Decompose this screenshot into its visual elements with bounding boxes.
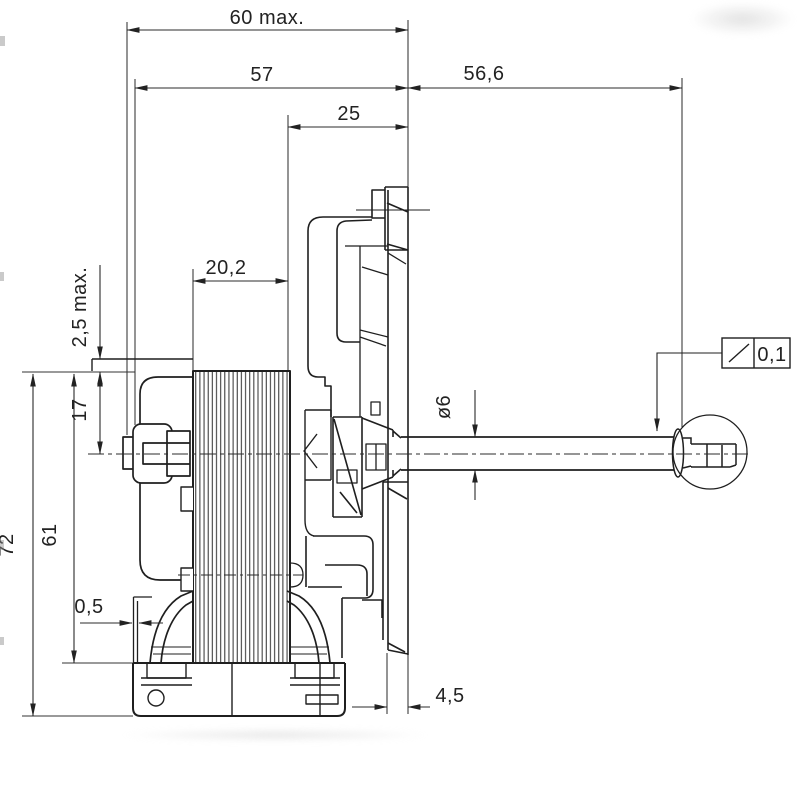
coil-bobbin-outline	[139, 376, 193, 581]
hub-block	[332, 416, 363, 518]
dim-top-protrusion-label: 2,5 max.	[69, 267, 91, 348]
dim-shaft-side-length-label: 56,6	[464, 63, 505, 85]
left-foot	[146, 662, 187, 679]
bracket-outer-profile	[307, 216, 372, 417]
mounting-ear-outline	[371, 187, 409, 251]
bracket-lower-plate	[382, 481, 408, 653]
bolt-hex-lines	[167, 442, 190, 465]
coil-end-bells	[149, 590, 331, 664]
detail-circle	[672, 414, 748, 490]
right-foot	[294, 662, 335, 679]
centerlines	[88, 453, 752, 576]
dim-mounting-height: 61	[39, 373, 77, 664]
motor-body	[91, 358, 346, 717]
stator-clamp-block	[303, 409, 332, 537]
dim-axis-from-top-label: 17	[69, 398, 91, 421]
dim-body-width-label: 57	[250, 64, 273, 86]
tolerance-frame: 0,1	[654, 337, 791, 432]
dim-mounting-height-label: 61	[39, 523, 61, 546]
mounting-ear	[356, 187, 430, 251]
dim-flange-gap-label: 0,5	[74, 596, 103, 618]
dim-shaft-diameter-label: ø6	[433, 395, 455, 419]
dim-overall-height: 72	[0, 373, 36, 717]
dim-bracket-depth: 25	[287, 103, 409, 130]
dim-flange-gap: 0,5	[74, 596, 163, 626]
bracket-rear-plate	[385, 186, 409, 655]
bearing-cone	[361, 417, 402, 490]
dim-foot-setback: 4,5	[352, 685, 464, 710]
dim-overall-width: 60 max.	[126, 7, 409, 33]
bracket-lower-profile	[305, 535, 383, 658]
bearing-hub	[332, 416, 402, 518]
dim-body-width: 57	[134, 64, 409, 91]
base-hole	[147, 689, 165, 707]
right-foot-steps	[290, 677, 340, 686]
base-dividers	[231, 663, 321, 716]
stator-stack	[192, 370, 291, 664]
dim-overall-width-label: 60 max.	[230, 7, 305, 29]
mounting-base-outline	[132, 662, 346, 717]
dim-foot-setback-label: 4,5	[435, 685, 464, 707]
dim-shaft-diameter: ø6	[433, 390, 478, 500]
shaft-flat-detail	[682, 437, 737, 469]
inclination-slash-icon	[728, 343, 750, 363]
extension-lines-path	[22, 20, 683, 717]
extension-lines	[22, 20, 683, 717]
bell-ticks	[151, 646, 329, 655]
dim-core-width-label: 20,2	[206, 257, 247, 279]
tolerance-value-label: 0,1	[757, 344, 786, 366]
shaft	[401, 414, 748, 490]
bracket-cone-struts	[345, 245, 407, 417]
dim-top-protrusion: 2,5 max.	[69, 265, 103, 385]
bearing-inner	[365, 443, 387, 471]
dim-bracket-depth-label: 25	[337, 103, 360, 125]
dimensions: 60 max. 57 56,6 25 20,2 2,5 max.	[0, 7, 683, 717]
dim-core-width: 20,2	[192, 257, 289, 284]
tolerance-leader	[654, 352, 722, 432]
left-foot-steps	[141, 677, 192, 686]
bracket-front-flange	[132, 596, 152, 663]
shaft-outline	[401, 436, 674, 471]
right-foot-pad	[305, 694, 339, 705]
stator-top-edge-line	[91, 358, 193, 371]
bracket-inner-profile	[336, 219, 373, 343]
hub-insert	[336, 469, 358, 484]
stack-tabs	[180, 486, 193, 592]
tolerance-frame-box	[721, 337, 791, 369]
fan-bracket	[303, 186, 430, 658]
dim-shaft-side-length: 56,6	[407, 63, 683, 91]
dim-overall-height-label: 72	[0, 533, 18, 556]
base-feet	[141, 662, 340, 707]
